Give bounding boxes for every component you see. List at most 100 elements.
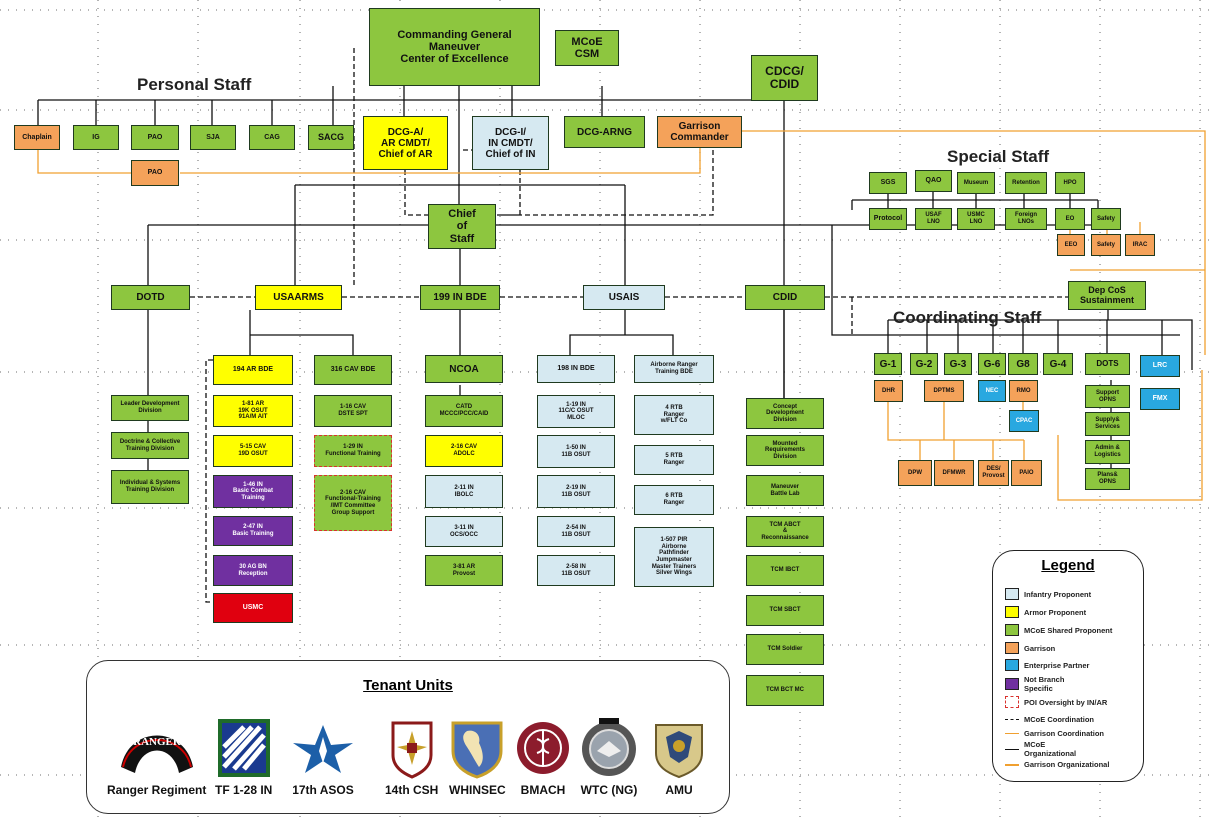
in198-unit-3[interactable]: 2-19 IN 11B OSUT <box>537 475 615 508</box>
ranger-unit-3[interactable]: 6 RTB Ranger <box>634 485 714 515</box>
special-staff-irac[interactable]: IRAC <box>1125 234 1155 256</box>
cdid-unit-1[interactable]: Concept Development Division <box>746 398 824 429</box>
ncoa-unit-5[interactable]: 3-81 AR Provost <box>425 555 503 586</box>
ar194-unit-3[interactable]: 1-46 IN Basic Combat Training <box>213 475 293 508</box>
special-staff-qao[interactable]: QAO <box>915 170 952 192</box>
cdcg-cdid-box[interactable]: CDCG/ CDID <box>751 55 818 101</box>
coord-paio[interactable]: PAIO <box>1011 460 1042 486</box>
coord-g1[interactable]: G-1 <box>874 353 902 375</box>
cav316-unit-2[interactable]: 1-29 IN Functional Training <box>314 435 392 467</box>
coord-dhr[interactable]: DHR <box>874 380 903 402</box>
dcg-armor-box[interactable]: DCG-A/ AR CMDT/ Chief of AR <box>363 116 448 170</box>
cdid-unit-7[interactable]: TCM Soldier <box>746 634 824 665</box>
coord-nec[interactable]: NEC <box>978 380 1006 402</box>
coord-rmo[interactable]: RMO <box>1009 380 1038 402</box>
personal-staff-sacg[interactable]: SACG <box>308 125 354 150</box>
special-staff-sgs[interactable]: SGS <box>869 172 907 194</box>
special-staff-eeo[interactable]: EEO <box>1057 234 1085 256</box>
personal-staff-ig[interactable]: IG <box>73 125 119 150</box>
commanding-general-box[interactable]: Commanding General Maneuver Center of Ex… <box>369 8 540 86</box>
ncoa-unit-1[interactable]: CATD MCCC/PCC/CAID <box>425 395 503 427</box>
dep-cos-sustainment-box[interactable]: Dep CoS Sustainment <box>1068 281 1146 310</box>
ar194-unit-1[interactable]: 1-81 AR 19K OSUT 91A/M AIT <box>213 395 293 427</box>
cdid-unit-2[interactable]: Mounted Requirements Division <box>746 435 824 466</box>
ncoa-unit-3[interactable]: 2-11 IN IBOLC <box>425 475 503 508</box>
coord-des-provost[interactable]: DES/ Provost <box>978 460 1009 486</box>
special-staff-museum[interactable]: Museum <box>957 172 995 194</box>
mcoe-csm-box[interactable]: MCoE CSM <box>555 30 619 66</box>
personal-staff-pao[interactable]: PAO <box>131 125 179 150</box>
in198-unit-5[interactable]: 2-58 IN 11B OSUT <box>537 555 615 586</box>
tenant-wtc-ng[interactable]: WTC (NG) <box>579 717 639 797</box>
coord-g6[interactable]: G-6 <box>978 353 1006 375</box>
cav316-head[interactable]: 316 CAV BDE <box>314 355 392 385</box>
dots-admin-logistics[interactable]: Admin & Logistics <box>1085 440 1130 464</box>
special-staff-eo[interactable]: EO <box>1055 208 1085 230</box>
in198-unit-1[interactable]: 1-19 IN 11C/C OSUT MLOC <box>537 395 615 428</box>
dcg-infantry-box[interactable]: DCG-I/ IN CMDT/ Chief of IN <box>472 116 549 170</box>
cdid-unit-3[interactable]: Maneuver Battle Lab <box>746 475 824 506</box>
ar194-unit-4[interactable]: 2-47 IN Basic Training <box>213 516 293 546</box>
in198-unit-2[interactable]: 1-50 IN 11B OSUT <box>537 435 615 468</box>
coord-lrc[interactable]: LRC <box>1140 355 1180 377</box>
tenant-14th-csh[interactable]: 14th CSH <box>385 717 438 797</box>
special-staff-retention[interactable]: Retention <box>1005 172 1047 194</box>
coord-dfmwr[interactable]: DFMWR <box>934 460 974 486</box>
cdid-unit-4[interactable]: TCM ABCT & Reconnaissance <box>746 516 824 547</box>
dotd-individual-systems[interactable]: Individual & Systems Training Division <box>111 470 189 504</box>
ncoa-unit-4[interactable]: 3-11 IN OCS/OCC <box>425 516 503 547</box>
ar194-unit-2[interactable]: 5-15 CAV 19D OSUT <box>213 435 293 467</box>
garrison-commander-box[interactable]: Garrison Commander <box>657 116 742 148</box>
coord-g2[interactable]: G-2 <box>910 353 938 375</box>
coord-fmx[interactable]: FMX <box>1140 388 1180 410</box>
chief-of-staff-box[interactable]: Chief of Staff <box>428 204 496 249</box>
coord-dptms[interactable]: DPTMS <box>924 380 964 402</box>
tenant-whinsec[interactable]: WHINSEC <box>449 717 506 797</box>
dots-supply-services[interactable]: Supply& Services <box>1085 412 1130 436</box>
tenant-ranger-regiment[interactable]: RANGER Ranger Regiment <box>107 717 206 797</box>
special-staff-safety[interactable]: Safety <box>1091 208 1121 230</box>
ncoa-unit-2[interactable]: 2-16 CAV ADOLC <box>425 435 503 467</box>
in198-head[interactable]: 198 IN BDE <box>537 355 615 383</box>
coord-dpw[interactable]: DPW <box>898 460 932 486</box>
cdid-unit-6[interactable]: TCM SBCT <box>746 595 824 626</box>
coord-g4[interactable]: G-4 <box>1043 353 1073 375</box>
ar194-unit-5[interactable]: 30 AG BN Reception <box>213 555 293 586</box>
coord-g3[interactable]: G-3 <box>944 353 972 375</box>
dcg-arng-box[interactable]: DCG-ARNG <box>564 116 645 148</box>
ranger-unit-2[interactable]: 5 RTB Ranger <box>634 445 714 475</box>
tenant-tf-1-28-in[interactable]: TF 1-28 IN <box>215 717 272 797</box>
coord-g8[interactable]: G8 <box>1008 353 1038 375</box>
ranger-head[interactable]: Airborne Ranger Training BDE <box>634 355 714 383</box>
tenant-17th-asos[interactable]: 17th ASOS <box>291 717 355 797</box>
special-staff-usaf-lno[interactable]: USAF LNO <box>915 208 952 230</box>
special-staff-hpo[interactable]: HPO <box>1055 172 1085 194</box>
personal-staff-sja[interactable]: SJA <box>190 125 236 150</box>
special-staff-safety-garrison[interactable]: Safety <box>1091 234 1121 256</box>
special-staff-foreign-lnos[interactable]: Foreign LNOs <box>1005 208 1047 230</box>
personal-staff-chaplain[interactable]: Chaplain <box>14 125 60 150</box>
cdid-box[interactable]: CDID <box>745 285 825 310</box>
dotd-doctrine-collective[interactable]: Doctrine & Collective Training Division <box>111 432 189 459</box>
usais-box[interactable]: USAIS <box>583 285 665 310</box>
special-staff-usmc-lno[interactable]: USMC LNO <box>957 208 995 230</box>
in198-unit-4[interactable]: 2-54 IN 11B OSUT <box>537 516 615 547</box>
coord-dots[interactable]: DOTS <box>1085 353 1130 375</box>
199-in-bde-box[interactable]: 199 IN BDE <box>420 285 500 310</box>
personal-staff-pao-garrison[interactable]: PAO <box>131 160 179 186</box>
personal-staff-cag[interactable]: CAG <box>249 125 295 150</box>
dotd-box[interactable]: DOTD <box>111 285 190 310</box>
coord-cpac[interactable]: CPAC <box>1009 410 1039 432</box>
dotd-leader-development[interactable]: Leader Development Division <box>111 395 189 421</box>
cav316-unit-3[interactable]: 2-16 CAV Functional-Training /IMT Commit… <box>314 475 392 531</box>
dots-support-opns[interactable]: Support OPNS <box>1085 385 1130 408</box>
ar194-usmc[interactable]: USMC <box>213 593 293 623</box>
tenant-amu[interactable]: AMU <box>652 717 706 797</box>
special-staff-protocol[interactable]: Protocol <box>869 208 907 230</box>
cdid-unit-5[interactable]: TCM IBCT <box>746 555 824 586</box>
dots-plans-opns[interactable]: Plans& OPNS <box>1085 468 1130 490</box>
usaarms-box[interactable]: USAARMS <box>255 285 342 310</box>
ar194-head[interactable]: 194 AR BDE <box>213 355 293 385</box>
cav316-unit-1[interactable]: 1-16 CAV DSTE SPT <box>314 395 392 427</box>
ranger-unit-4[interactable]: 1-507 PIR Airborne Pathfinder Jumpmaster… <box>634 527 714 587</box>
